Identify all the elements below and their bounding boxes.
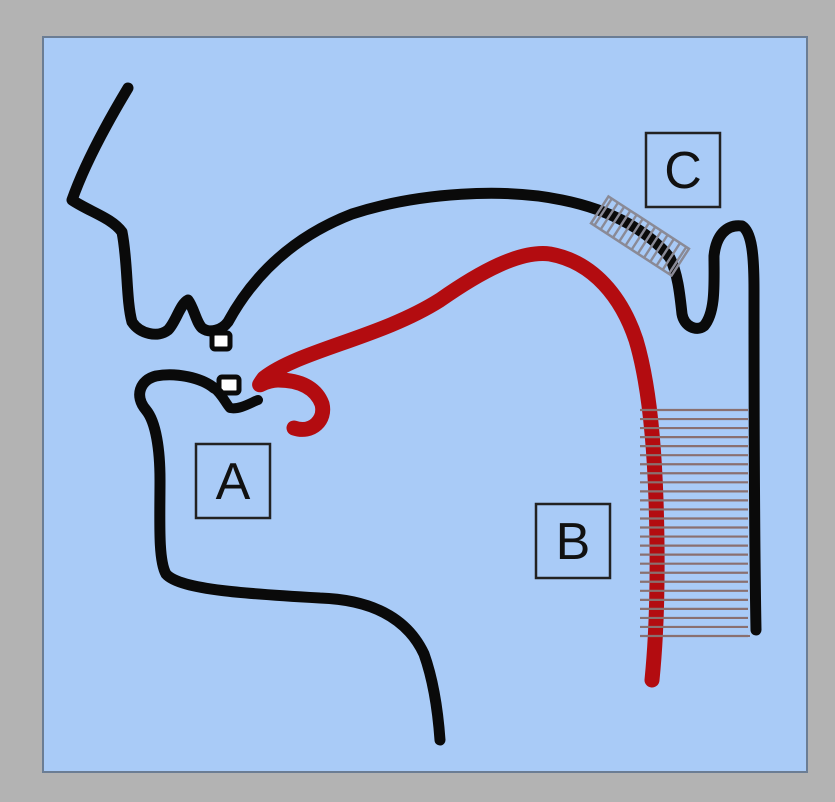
- label-a-text: A: [216, 453, 251, 511]
- label-c-text: C: [664, 142, 702, 200]
- label-b-text: B: [556, 513, 591, 571]
- upper-tooth: [212, 333, 230, 349]
